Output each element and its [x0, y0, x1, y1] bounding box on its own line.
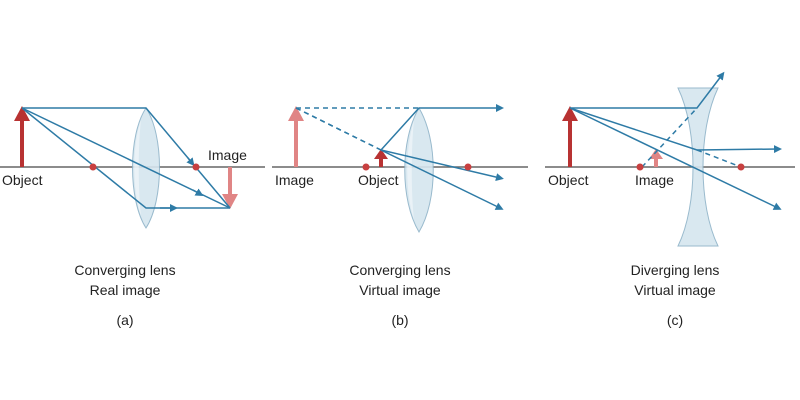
panel-letter-a: (a)	[116, 312, 133, 328]
image-arrow-b	[288, 106, 304, 167]
panel-letter-c: (c)	[667, 312, 683, 328]
object-label-b: Object	[358, 172, 399, 188]
ray-c-central	[569, 107, 782, 210]
focal-point-a-right	[192, 163, 200, 171]
panel-b: Image Object Converging lens Virtual ima…	[272, 104, 528, 328]
ray-c-dash-back	[641, 107, 698, 168]
object-arrow-b	[374, 149, 388, 167]
image-arrow-a	[222, 167, 238, 209]
ray-a-central-arrow	[192, 188, 204, 196]
image-arrow-c	[649, 149, 663, 167]
panel-a: Object Image Converging lens Real image …	[0, 106, 265, 328]
converging-lens-b	[404, 107, 434, 233]
ray-b-to-lens-top	[380, 104, 504, 151]
focal-point-c-right	[737, 163, 745, 171]
object-label-a: Object	[2, 172, 43, 188]
ray-b-through-focus	[380, 149, 504, 181]
object-arrow-a	[14, 106, 30, 167]
ray-b-central	[380, 149, 504, 210]
diverging-lens-c	[677, 87, 719, 247]
ray-a-parallel-arrow	[186, 157, 195, 167]
focal-point-b-left	[362, 163, 370, 171]
ray-c-parallel-diverged	[570, 71, 725, 109]
focal-point-a-left	[89, 163, 97, 171]
caption-b-line2: Virtual image	[359, 282, 441, 298]
caption-c-line1: Diverging lens	[631, 262, 720, 278]
caption-b-line1: Converging lens	[349, 262, 450, 278]
image-label-a: Image	[208, 147, 247, 163]
panel-c: Object Image Diverging lens Virtual imag…	[545, 71, 795, 328]
object-arrow-c	[562, 106, 578, 167]
lens-highlight-b	[407, 120, 414, 220]
ray-a-parallel	[22, 107, 231, 209]
ray-c-dash-to-focus	[696, 149, 742, 168]
caption-a-line2: Real image	[90, 282, 161, 298]
object-label-c: Object	[548, 172, 589, 188]
image-label-b: Image	[275, 172, 314, 188]
caption-c-line2: Virtual image	[634, 282, 716, 298]
panel-letter-b: (b)	[391, 312, 408, 328]
focal-point-b-right	[464, 163, 472, 171]
ray-a-focal	[21, 107, 230, 209]
ray-b-dash-focal	[295, 107, 382, 151]
focal-point-c-left	[636, 163, 644, 171]
lens-highlight-a	[134, 120, 141, 216]
caption-a-line1: Converging lens	[74, 262, 175, 278]
ray-c-to-focus-parallel	[569, 107, 782, 154]
image-label-c: Image	[635, 172, 674, 188]
